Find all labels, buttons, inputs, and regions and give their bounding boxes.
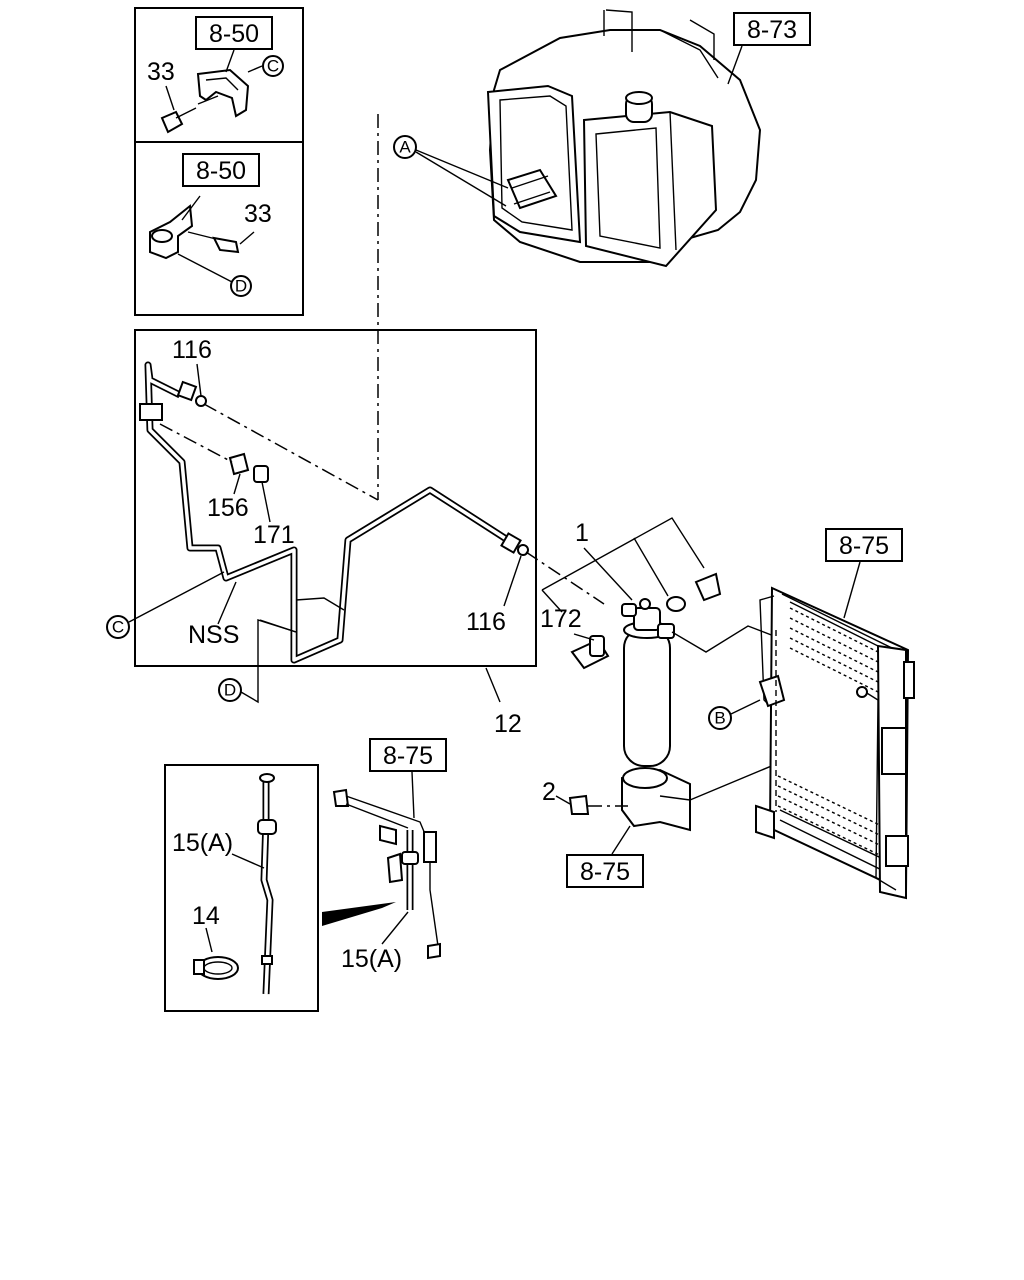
ref-label-clamp-c: 8-50 [209,20,259,48]
hose-install-detail: 8-75 15(A) [332,738,447,973]
part-label-fitting: 156 [207,494,249,522]
ref-label-clip: 8-75 [383,742,433,770]
ref-box-heater [733,12,811,46]
clamp-c-part [196,68,250,118]
fitting-156-part [228,452,250,476]
ref-box-bracket [566,854,644,888]
svg-text:C: C [267,57,279,76]
marker-a [393,135,417,159]
ref-box-clamp-d [182,153,260,187]
marker-c-main [106,615,130,639]
part-label-hose-a-right: 15(A) [341,945,402,973]
marker-c-top [262,55,284,77]
nut-171-part [253,465,269,483]
ref-label-condenser: 8-75 [839,532,889,560]
ref-box-clamp-c [195,16,273,50]
part-label-nut: 171 [253,521,295,549]
pipe-nut-upper [176,380,198,402]
condenser-clip-b [758,674,786,708]
receiver-drier: 172 1 2 8-75 [540,517,722,888]
heater-unit: 8-73 [486,9,811,268]
receiver-body [623,627,671,767]
part-label-bolt-d: 33 [244,200,272,228]
ref-label-bracket: 8-75 [580,858,630,886]
condenser: 8-75 [755,528,915,900]
bolt-d-part [212,236,240,254]
pipe-assembly-box: 116 156 171 116 NSS [134,329,605,667]
svg-text:A: A [399,138,411,157]
pipe-joint-left [139,403,163,421]
part-label-hose-clamp: 14 [192,902,220,930]
part-label-receiver: 1 [575,519,589,547]
ref-box-clip [369,738,447,772]
receiver-plug [694,572,722,602]
note-nss: NSS [188,621,239,649]
inset-hose: 15(A) 14 [164,764,319,1012]
oring-right-part [517,544,529,556]
bolt-2-part [568,794,590,815]
ref-label-heater: 8-73 [747,16,797,44]
part-label-hose-a-left: 15(A) [172,829,233,857]
svg-text:B: B [714,709,725,728]
view-arrow [322,902,396,926]
svg-text:D: D [224,681,236,700]
marker-b [708,706,732,730]
part-label-oring-upper: 116 [172,336,212,364]
ref-box-condenser [825,528,903,562]
pipe-nut-right [500,532,522,554]
marker-d-main [218,678,242,702]
condenser-fins-upper [789,607,891,699]
svg-text:D: D [235,277,247,296]
inset-clamp-d: 8-50 33 D [134,141,304,316]
part-label-bolt-c: 33 [147,58,175,86]
part-label-pipe-assembly: 12 [494,710,522,738]
condenser-fins-lower [777,775,891,861]
svg-text:C: C [112,618,124,637]
hose-grommet [257,819,277,835]
bolt-c-part [160,110,184,134]
part-label-switch: 172 [540,605,582,633]
receiver-oring [666,596,686,612]
marker-d-top [230,275,252,297]
part-label-oring-right: 116 [466,608,506,636]
ref-label-clamp-d: 8-50 [196,157,246,185]
part-label-bolt-2: 2 [542,778,556,806]
inset-clamp-c: 8-50 33 C [134,7,304,143]
